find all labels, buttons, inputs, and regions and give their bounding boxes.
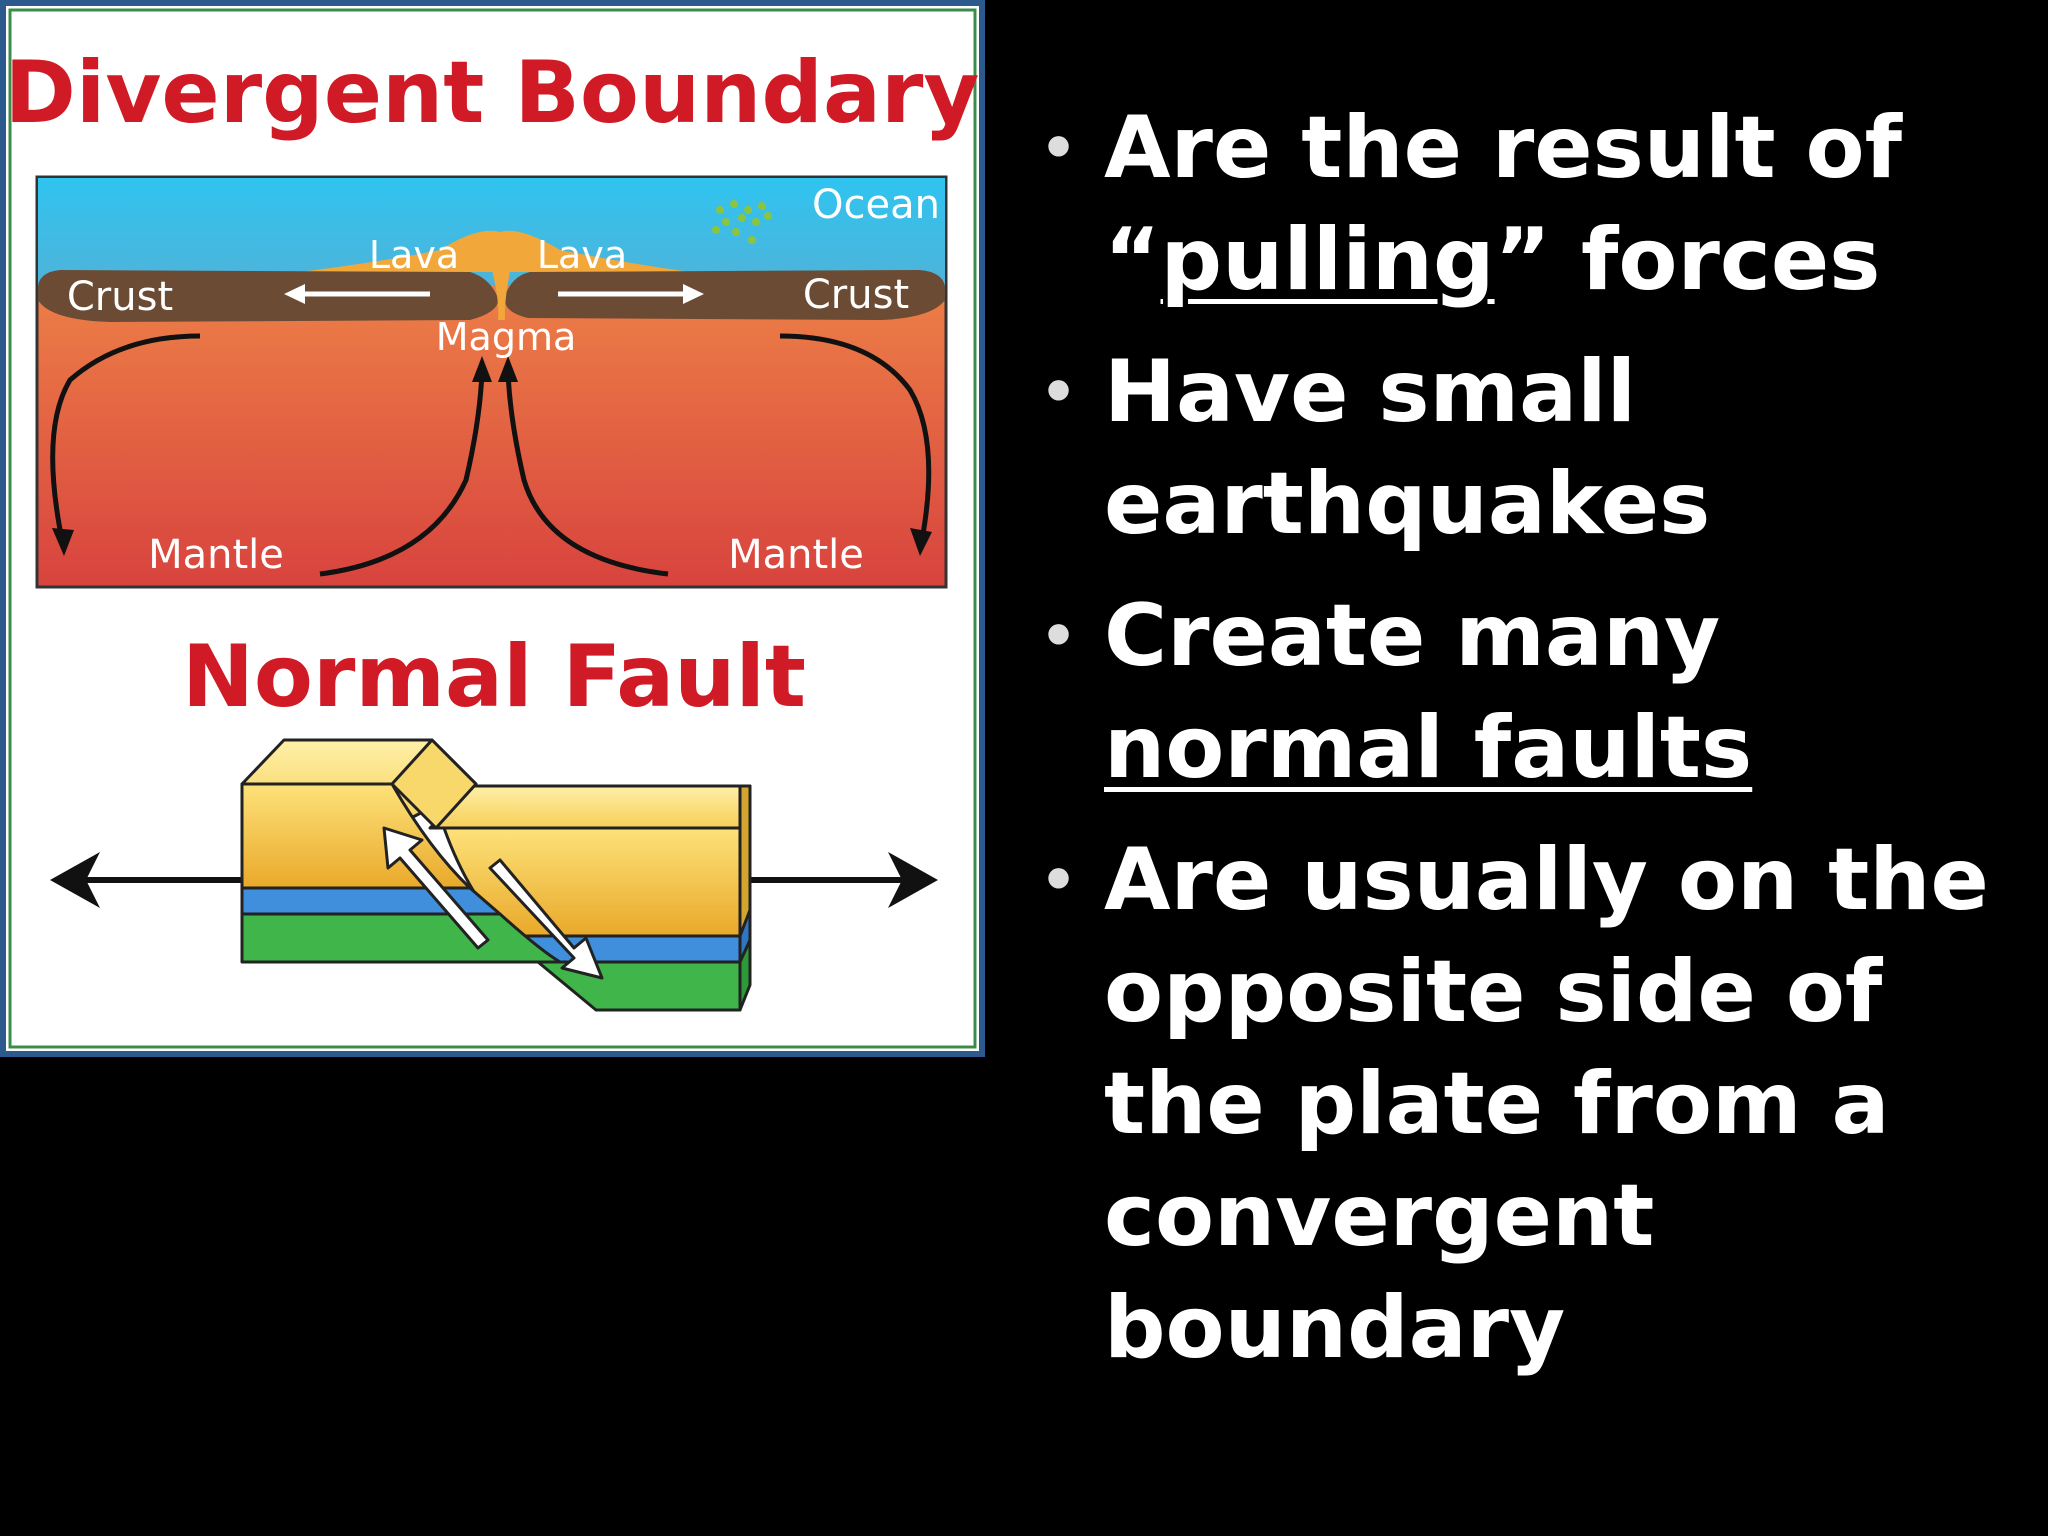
plate-arrow-right — [558, 284, 704, 304]
bullet-dot-icon: • — [1040, 114, 1078, 182]
bullet-item: •Have small earthquakes — [1030, 336, 2035, 560]
plate-arrow-left — [284, 284, 430, 304]
crust-label-right: Crust — [803, 272, 909, 318]
bullet-item: •Are the result of “pulling” forces — [1030, 92, 2035, 316]
bullet-dot-icon: • — [1040, 846, 1078, 914]
divergent-boundary-title: Divergent Boundary — [5, 43, 980, 143]
normal-fault-title: Normal Fault — [182, 627, 806, 727]
mantle-label-right: Mantle — [728, 532, 864, 578]
bullet-list: •Are the result of “pulling” forces •Hav… — [1030, 92, 2035, 1404]
lava-label-left: Lava — [369, 233, 459, 277]
underlined-term: normal faults — [1104, 698, 1753, 798]
ocean-plankton — [712, 200, 772, 244]
bullet-item: •Create many normal faults — [1030, 580, 2035, 804]
crust-right — [504, 270, 945, 320]
bullet-dot-icon: • — [1040, 358, 1078, 426]
bullet-dot-icon: • — [1040, 602, 1078, 670]
lava-mound — [300, 230, 690, 272]
tension-arrow-left — [50, 852, 242, 908]
crust-left — [38, 270, 499, 322]
hanging-wall-top — [428, 784, 752, 830]
slip-arrow-up — [382, 826, 490, 950]
magma-label: Magma — [436, 315, 577, 359]
bullet-item: •Are usually on the opposite side of the… — [1030, 824, 2035, 1384]
crust-label-left: Crust — [67, 274, 173, 320]
divergent-boundary-figure: Divergent Boundary — [0, 0, 985, 1057]
lava-label-right: Lava — [537, 233, 627, 277]
ocean-label: Ocean — [812, 182, 940, 228]
divergent-cross-section: Ocean Lava Lava Crust Crust Magma Mantle… — [35, 175, 948, 589]
convection-arrows — [50, 333, 932, 577]
underlined-term: pulling — [1160, 210, 1495, 310]
slip-arrow-down — [488, 858, 604, 980]
normal-fault-diagram — [50, 738, 938, 1012]
mantle-label-left: Mantle — [148, 532, 284, 578]
tension-arrow-right — [748, 852, 938, 908]
